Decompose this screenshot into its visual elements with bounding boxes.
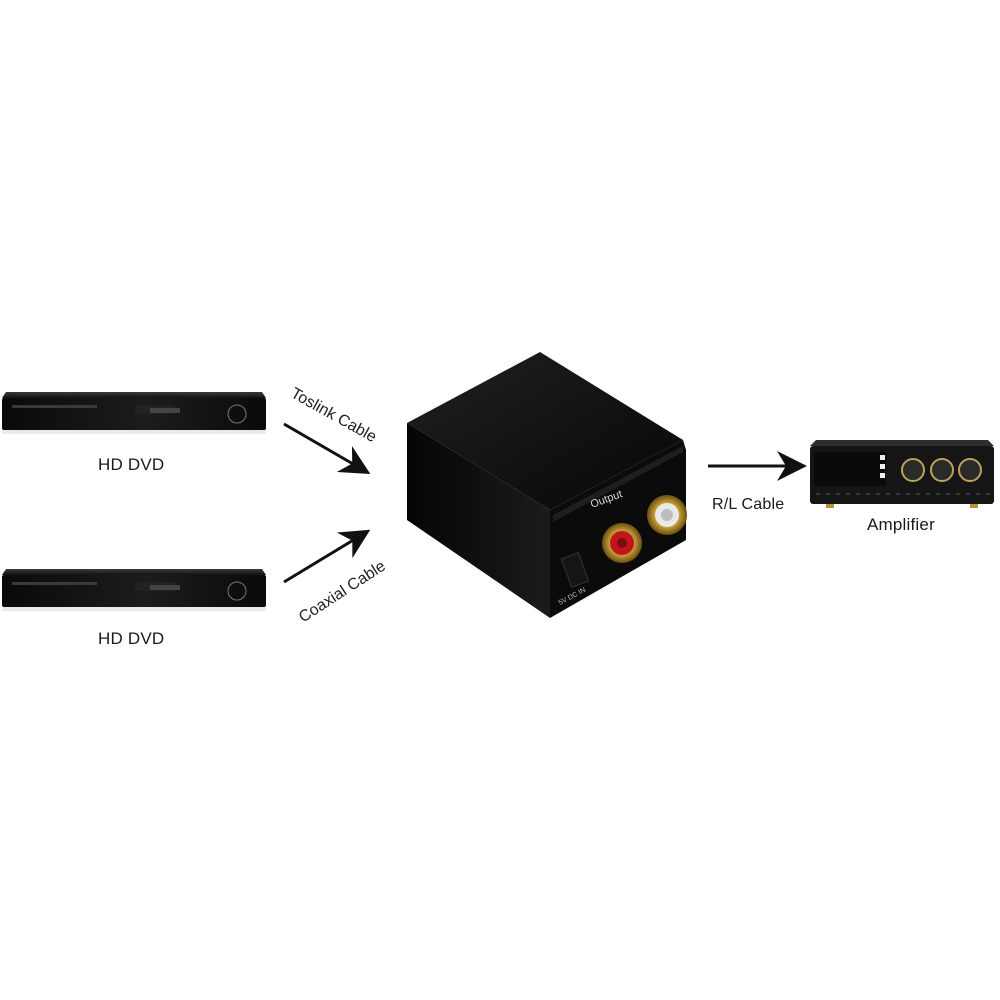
rca-red-jack	[602, 523, 642, 563]
toslink-arrow	[283, 422, 371, 475]
rl-cable-label: R/L Cable	[712, 496, 785, 513]
source-1-label: HD DVD	[98, 455, 165, 474]
source-2-label: HD DVD	[98, 629, 165, 648]
rca-white-jack	[647, 495, 687, 535]
converter-box: Output 5V DC IN	[407, 352, 686, 618]
amplifier	[810, 440, 994, 508]
dvd-player-2	[2, 569, 266, 611]
coaxial-arrow	[283, 529, 371, 584]
dvd-player-1	[2, 392, 266, 434]
amplifier-label: Amplifier	[867, 515, 935, 534]
